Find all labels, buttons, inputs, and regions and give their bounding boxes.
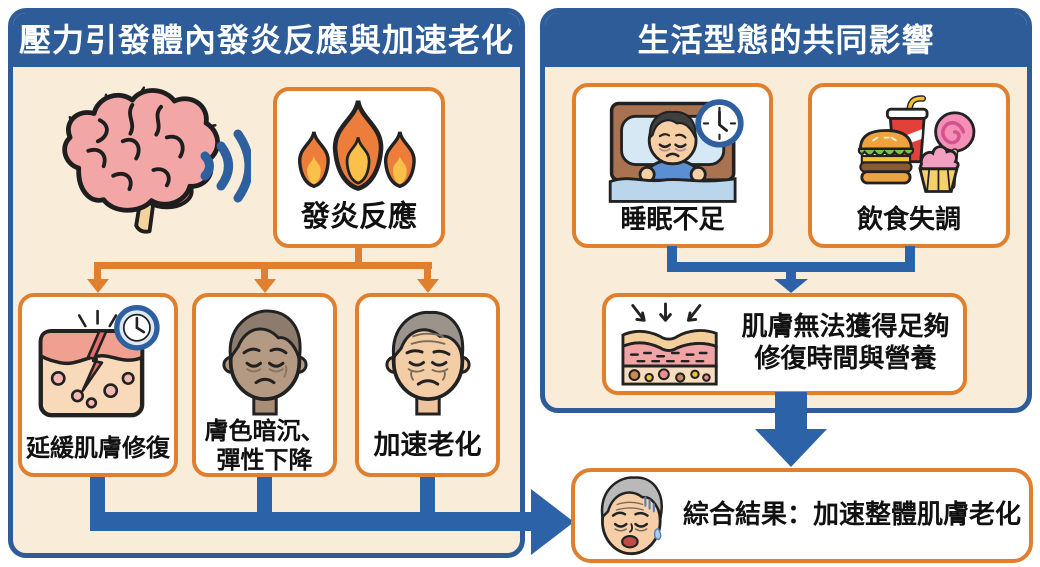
signal-waves-icon xyxy=(197,120,251,212)
aged-face-icon xyxy=(380,305,476,417)
effect-label-2-line2: 彈性下降 xyxy=(216,446,313,475)
result-arrow-shaft xyxy=(775,392,807,430)
effect-box-skin-repair: 延緩肌膚修復 xyxy=(18,293,178,477)
merge-line-2 xyxy=(257,474,272,514)
branch-drop-3 xyxy=(424,267,431,281)
consequence-label-line1: 肌膚無法獲得足夠 xyxy=(741,312,950,343)
bracket-left-line xyxy=(667,246,677,266)
result-box: 綜合結果：加速整體肌膚老化 xyxy=(571,468,1033,563)
sleeping-person-clock-icon xyxy=(582,95,764,205)
left-panel-title: 壓力引發體內發炎反應與加速老化 xyxy=(13,13,520,67)
consequence-label-line2: 修復時間與營養 xyxy=(754,344,937,374)
bracket-arrowhead-down xyxy=(774,279,808,293)
flow-arrowhead-down-2 xyxy=(254,279,276,293)
merge-line-1 xyxy=(90,474,105,514)
bracket-bar xyxy=(667,262,915,272)
inflammation-connector-stem xyxy=(355,246,362,264)
flames-icon xyxy=(289,99,429,195)
inflammation-connector-bar xyxy=(94,262,432,269)
result-arrowhead-down xyxy=(755,429,827,467)
skin-layers-pressure-icon xyxy=(614,299,726,389)
flow-arrowhead-right xyxy=(531,489,574,555)
factor-box-sleep: 睡眠不足 xyxy=(572,83,773,248)
bracket-stem xyxy=(786,270,796,280)
effect-label-3: 加速老化 xyxy=(373,430,482,462)
effect-box-aging: 加速老化 xyxy=(355,293,500,477)
effect-label-2: 膚色暗沉、 彈性下降 xyxy=(205,417,325,476)
effect-label-2-line1: 膚色暗沉、 xyxy=(204,417,325,445)
factor-label-diet: 飲食失調 xyxy=(856,205,961,235)
flow-arrowhead-down-1 xyxy=(87,279,109,293)
effect-label-1: 延緩肌膚修復 xyxy=(26,433,170,462)
consequence-box: 肌膚無法獲得足夠 修復時間與營養 xyxy=(602,293,967,395)
branch-drop-2 xyxy=(261,267,268,281)
right-panel-title: 生活型態的共同影響 xyxy=(545,13,1027,67)
branch-drop-1 xyxy=(94,267,101,281)
factor-label-sleep: 睡眠不足 xyxy=(620,205,725,235)
merge-line-3 xyxy=(420,474,435,514)
junk-food-icon xyxy=(818,95,1000,205)
stressed-brain-icon xyxy=(44,80,236,238)
factor-box-diet: 飲食失調 xyxy=(808,83,1010,248)
consequence-label: 肌膚無法獲得足夠 修復時間與營養 xyxy=(736,312,955,375)
effect-box-dull-skin: 膚色暗沉、 彈性下降 xyxy=(192,293,337,477)
result-label: 綜合結果：加速整體肌膚老化 xyxy=(683,499,1022,530)
cracked-skin-clock-icon xyxy=(27,305,169,423)
inflammation-label: 發炎反應 xyxy=(300,198,417,233)
dull-face-icon xyxy=(217,305,313,417)
distressed-elderly-face-icon xyxy=(591,472,673,560)
bracket-right-line xyxy=(905,246,915,266)
merge-bar xyxy=(90,512,531,531)
flow-arrowhead-down-3 xyxy=(417,279,439,293)
inflammation-box: 發炎反應 xyxy=(273,87,445,248)
